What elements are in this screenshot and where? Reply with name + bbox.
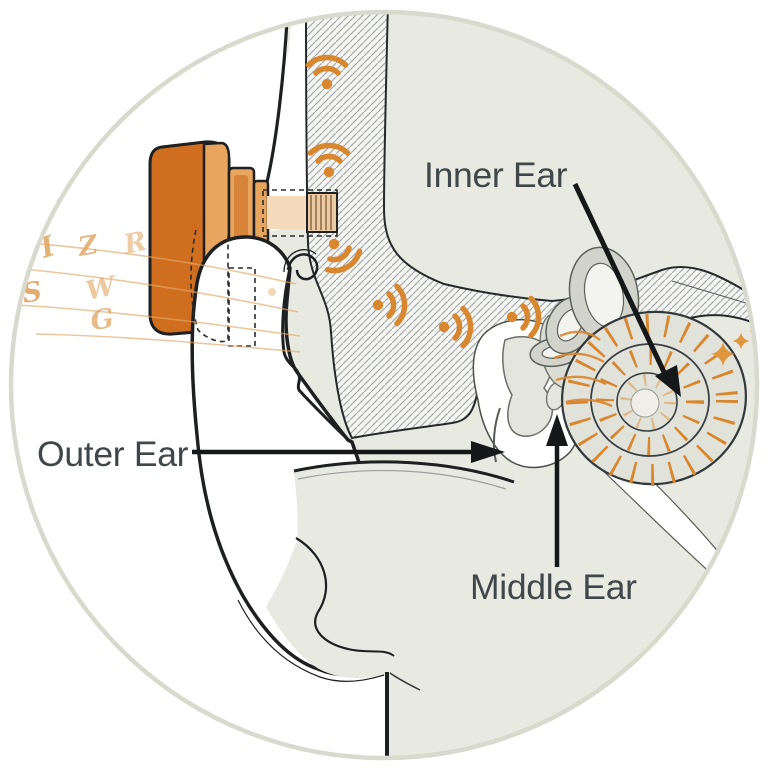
bone-wedge-line: [671, 280, 757, 307]
eardrum-line: [492, 407, 501, 463]
cochlea-ticks: [566, 314, 738, 486]
sound-flow-lines: [11, 241, 301, 353]
skin-layer: [266, 11, 309, 228]
floating-letter: G: [89, 303, 116, 337]
ear-canal-lower-thin-line: [297, 469, 507, 490]
jaw-thin-line: [389, 672, 421, 691]
cochlea-tail-ribs: [553, 330, 613, 408]
sparkle-icon: [732, 332, 750, 350]
screw-thread-lines: [310, 195, 332, 230]
middle-ear-label: Middle Ear: [470, 567, 637, 607]
screw-threads: [306, 192, 338, 233]
pinna-fold-lines: [237, 249, 395, 682]
annotation-arrows: [192, 182, 681, 567]
inner-ear-arrow: [572, 182, 681, 397]
sparkle-icon: [711, 342, 735, 366]
outer-ear-label: Outer Ear: [37, 434, 189, 474]
middle-ear-arrow: [546, 414, 568, 567]
bone-screw-shaft: [267, 196, 309, 229]
circle-border: [8, 9, 760, 761]
sound-dot: [268, 288, 276, 296]
ear-canal-lower-line: [293, 460, 515, 484]
inner-ear-label: Inner Ear: [424, 155, 568, 195]
outer-ear-arrow: [192, 441, 505, 463]
cochlea: [553, 310, 747, 486]
